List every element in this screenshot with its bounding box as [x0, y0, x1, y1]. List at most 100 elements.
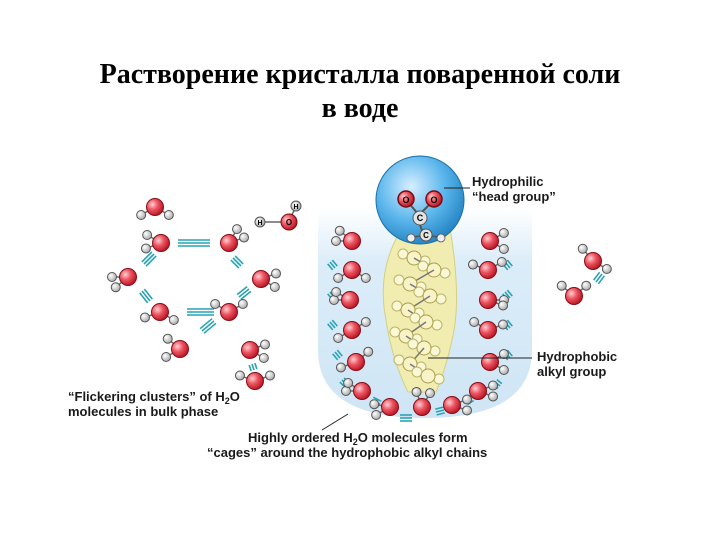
hydrogen-bond — [435, 406, 445, 416]
water-molecule — [241, 339, 271, 363]
head-oxygen-label-2: O — [430, 195, 437, 205]
oxygen-atom — [443, 396, 461, 414]
oxygen-atom — [381, 398, 399, 416]
labeled-water-molecule: H H O — [254, 200, 302, 231]
hydrogen-atom — [210, 299, 221, 309]
oxygen-atom — [119, 268, 137, 286]
hydrogen-atom — [335, 362, 346, 373]
hydrogen-bond — [400, 414, 412, 422]
oxygen-atom — [479, 321, 497, 339]
hydrogen-atom — [331, 287, 342, 297]
hydrogen-atom — [163, 210, 174, 220]
water-molecule — [220, 224, 250, 252]
oxygen-atom — [347, 353, 365, 371]
oxygen-atom — [481, 232, 499, 250]
water-molecule — [139, 303, 179, 325]
hydrogen-bond — [236, 286, 252, 300]
hydrogen-atom — [107, 272, 117, 282]
hydrogen-atom — [425, 388, 435, 399]
water-molecule — [210, 299, 248, 321]
water-molecule — [481, 228, 509, 254]
hydrogen-bond — [592, 271, 606, 285]
hydrogen-atom — [498, 349, 509, 359]
hydrogen-atom — [161, 352, 172, 362]
hydrogen-atom — [488, 391, 499, 402]
water-molecule — [333, 317, 371, 343]
label-flickering-line2: molecules in bulk phase — [68, 404, 218, 419]
water-molecule — [369, 398, 399, 420]
oxygen-atom — [481, 353, 499, 371]
water-molecule — [331, 225, 361, 250]
page-title: Растворение кристалла поваренной соли в … — [0, 58, 720, 126]
hydrogen-bond — [248, 362, 258, 372]
water-molecule — [443, 394, 473, 416]
oxygen-atom — [479, 261, 497, 279]
hydrogen-bond — [327, 259, 338, 271]
hydrogen-atom — [271, 268, 282, 279]
oxygen-atom — [469, 382, 487, 400]
hydrogen-atom — [498, 228, 509, 238]
hydrogen-atom — [462, 405, 473, 416]
water-molecule — [252, 268, 282, 292]
hydrogen-atom — [496, 257, 507, 267]
hydrogen-atom — [139, 312, 150, 323]
oxygen-atom — [146, 198, 164, 216]
hydrogen-atom — [237, 299, 248, 309]
oxygen-atom — [252, 270, 270, 288]
oxygen-atom — [343, 261, 361, 279]
hydrogen-atom — [331, 236, 341, 246]
hydrogen-atom — [333, 273, 344, 283]
water-molecule — [329, 287, 359, 309]
hydrogen-atom — [239, 232, 250, 243]
oxygen-atom — [584, 252, 602, 270]
hydrogen-atom — [462, 394, 473, 405]
hydrogen-atom — [260, 339, 271, 350]
water-molecule — [479, 291, 509, 311]
label-ordered-line2: “cages” around the hydrophobic alkyl cha… — [207, 445, 487, 460]
hydrogen-atom — [142, 230, 153, 240]
hydrogen-atom — [369, 399, 380, 410]
title-line-1: Растворение кристалла поваренной соли — [99, 59, 621, 90]
hydrogen-bond — [199, 318, 217, 334]
hydrogen-atom — [136, 210, 147, 220]
oxygen-atom — [343, 232, 361, 250]
label-hydrophobic-line2: alkyl group — [537, 364, 606, 379]
hydrogen-atom — [363, 346, 374, 357]
oxygen-atom — [341, 291, 359, 309]
hydrogen-atom — [269, 282, 280, 292]
oxygen-atom — [565, 287, 583, 305]
hydrophilic-head-group: O O C C — [375, 155, 465, 245]
water-molecule — [136, 198, 174, 220]
chain-carbon-label: C — [423, 231, 429, 240]
title-line-2: в воде — [321, 93, 399, 124]
hydrogen-atom — [334, 225, 345, 236]
water-molecule — [469, 317, 509, 339]
oxygen-atom — [246, 372, 264, 390]
oxygen-atom — [413, 398, 431, 416]
oxygen-atom — [151, 303, 169, 321]
hydrogen-atom — [498, 300, 509, 311]
water-molecule — [469, 380, 499, 402]
label-ordered-line1: Highly ordered H2O molecules form — [248, 430, 468, 447]
hydrogen-atom — [110, 282, 121, 293]
oxygen-atom — [220, 303, 238, 321]
hydrogen-atom — [140, 243, 151, 254]
hydrogen-atom — [265, 370, 276, 381]
hydrogen-bond — [187, 308, 214, 316]
hydrogen-atom — [469, 317, 480, 327]
water-molecule — [161, 333, 189, 362]
hydrogen-bond — [327, 319, 338, 331]
hydrogen-atom — [577, 243, 588, 254]
hydrogen-atom — [232, 224, 242, 235]
hydrogen-atom — [371, 410, 382, 420]
leader-line-cages — [321, 413, 349, 431]
water-molecule — [556, 280, 592, 305]
hydrogen-atom — [360, 317, 371, 327]
oxygen-atom — [479, 291, 497, 309]
chain-carbon-atom — [407, 309, 443, 331]
water-molecule — [577, 243, 612, 274]
hydrogen-atom — [467, 259, 478, 270]
hydrogen-atom — [581, 280, 592, 291]
label-hydrophilic-line1: Hydrophilic — [472, 174, 544, 189]
